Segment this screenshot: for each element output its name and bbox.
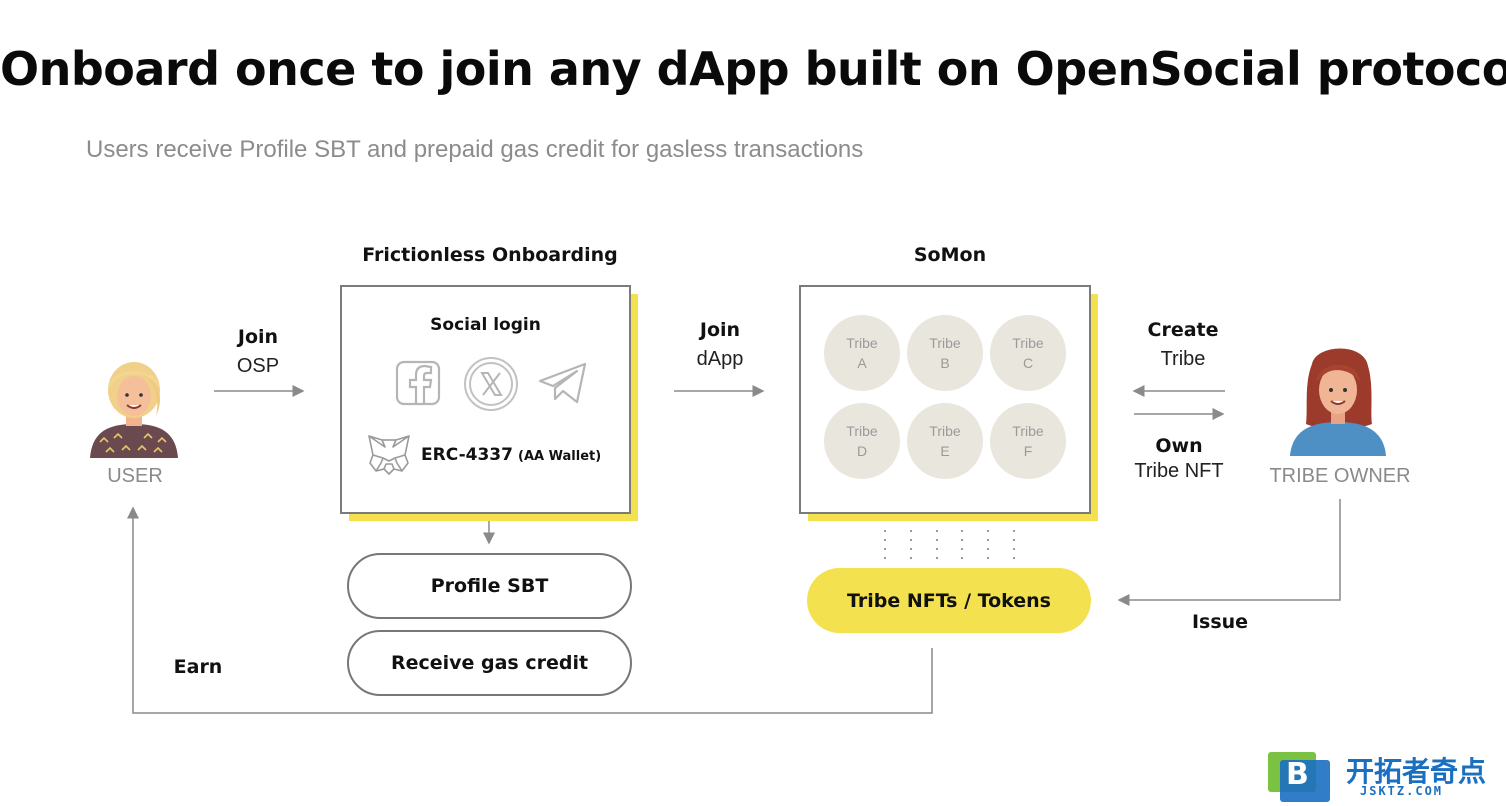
jsktz-logo: B 开拓者奇点 JSKTZ.COM bbox=[1266, 748, 1502, 804]
tribe-letter: A bbox=[857, 355, 867, 371]
page-subtitle: Users receive Profile SBT and prepaid ga… bbox=[86, 136, 864, 163]
profile-sbt-pill: Profile SBT bbox=[347, 553, 632, 619]
tribe-word: Tribe bbox=[846, 335, 878, 351]
tribe-owner-avatar bbox=[1286, 344, 1390, 456]
logo-letter: B bbox=[1286, 757, 1309, 792]
arrow-issue bbox=[1117, 499, 1341, 606]
tribe-owner-caption: TRIBE OWNER bbox=[1269, 465, 1411, 487]
gas-credit-pill: Receive gas credit bbox=[347, 630, 632, 696]
logo-domain: JSKTZ.COM bbox=[1360, 784, 1444, 798]
logo-mark-icon: B bbox=[1268, 752, 1330, 802]
create-tribe-label: Create bbox=[1147, 319, 1219, 341]
tribe-letter: C bbox=[1022, 355, 1034, 371]
earn-label: Earn bbox=[173, 656, 223, 678]
tribe-word: Tribe bbox=[1012, 335, 1044, 351]
user-avatar bbox=[86, 358, 182, 458]
logo-name: 开拓者奇点 bbox=[1346, 755, 1487, 788]
own-nft-label: Own bbox=[1155, 435, 1203, 457]
wallet-label: ERC-4337 (AA Wallet) bbox=[421, 445, 601, 465]
tribe-word: Tribe bbox=[929, 335, 961, 351]
tribe-nfts-tokens-pill: Tribe NFTs / Tokens bbox=[807, 568, 1091, 633]
page-title: Onboard once to join any dApp built on O… bbox=[0, 42, 1506, 96]
metamask-fox-icon bbox=[366, 433, 412, 477]
onboarding-heading: Frictionless Onboarding bbox=[362, 244, 618, 266]
dotted-connectors bbox=[884, 530, 1015, 560]
social-login-label: Social login bbox=[430, 315, 541, 335]
tribe-letter: B bbox=[940, 355, 950, 371]
join-osp-label: Join bbox=[237, 326, 279, 348]
tribe-letter: F bbox=[1023, 443, 1033, 459]
facebook-icon[interactable] bbox=[394, 359, 442, 407]
wallet-erc: ERC-4337 bbox=[421, 445, 513, 465]
onboarding-card: Social login ERC-4 bbox=[340, 285, 631, 514]
telegram-icon[interactable] bbox=[537, 361, 589, 405]
somon-heading: SoMon bbox=[913, 244, 987, 266]
own-nft-sub: Tribe NFT bbox=[1134, 460, 1224, 482]
tribe-letter: D bbox=[856, 443, 868, 459]
user-caption: USER bbox=[107, 465, 163, 487]
arrow-earn bbox=[127, 506, 933, 714]
tribe-word: Tribe bbox=[1012, 423, 1044, 439]
join-dapp-sub: dApp bbox=[696, 348, 744, 370]
tribe-letter: E bbox=[940, 443, 950, 459]
join-osp-sub: OSP bbox=[236, 355, 280, 377]
wallet-sub: (AA Wallet) bbox=[518, 449, 602, 464]
tribe-word: Tribe bbox=[846, 423, 878, 439]
create-tribe-sub: Tribe bbox=[1160, 348, 1206, 370]
issue-label: Issue bbox=[1191, 611, 1249, 633]
x-icon[interactable] bbox=[463, 356, 519, 412]
join-dapp-label: Join bbox=[699, 319, 741, 341]
tribe-word: Tribe bbox=[929, 423, 961, 439]
